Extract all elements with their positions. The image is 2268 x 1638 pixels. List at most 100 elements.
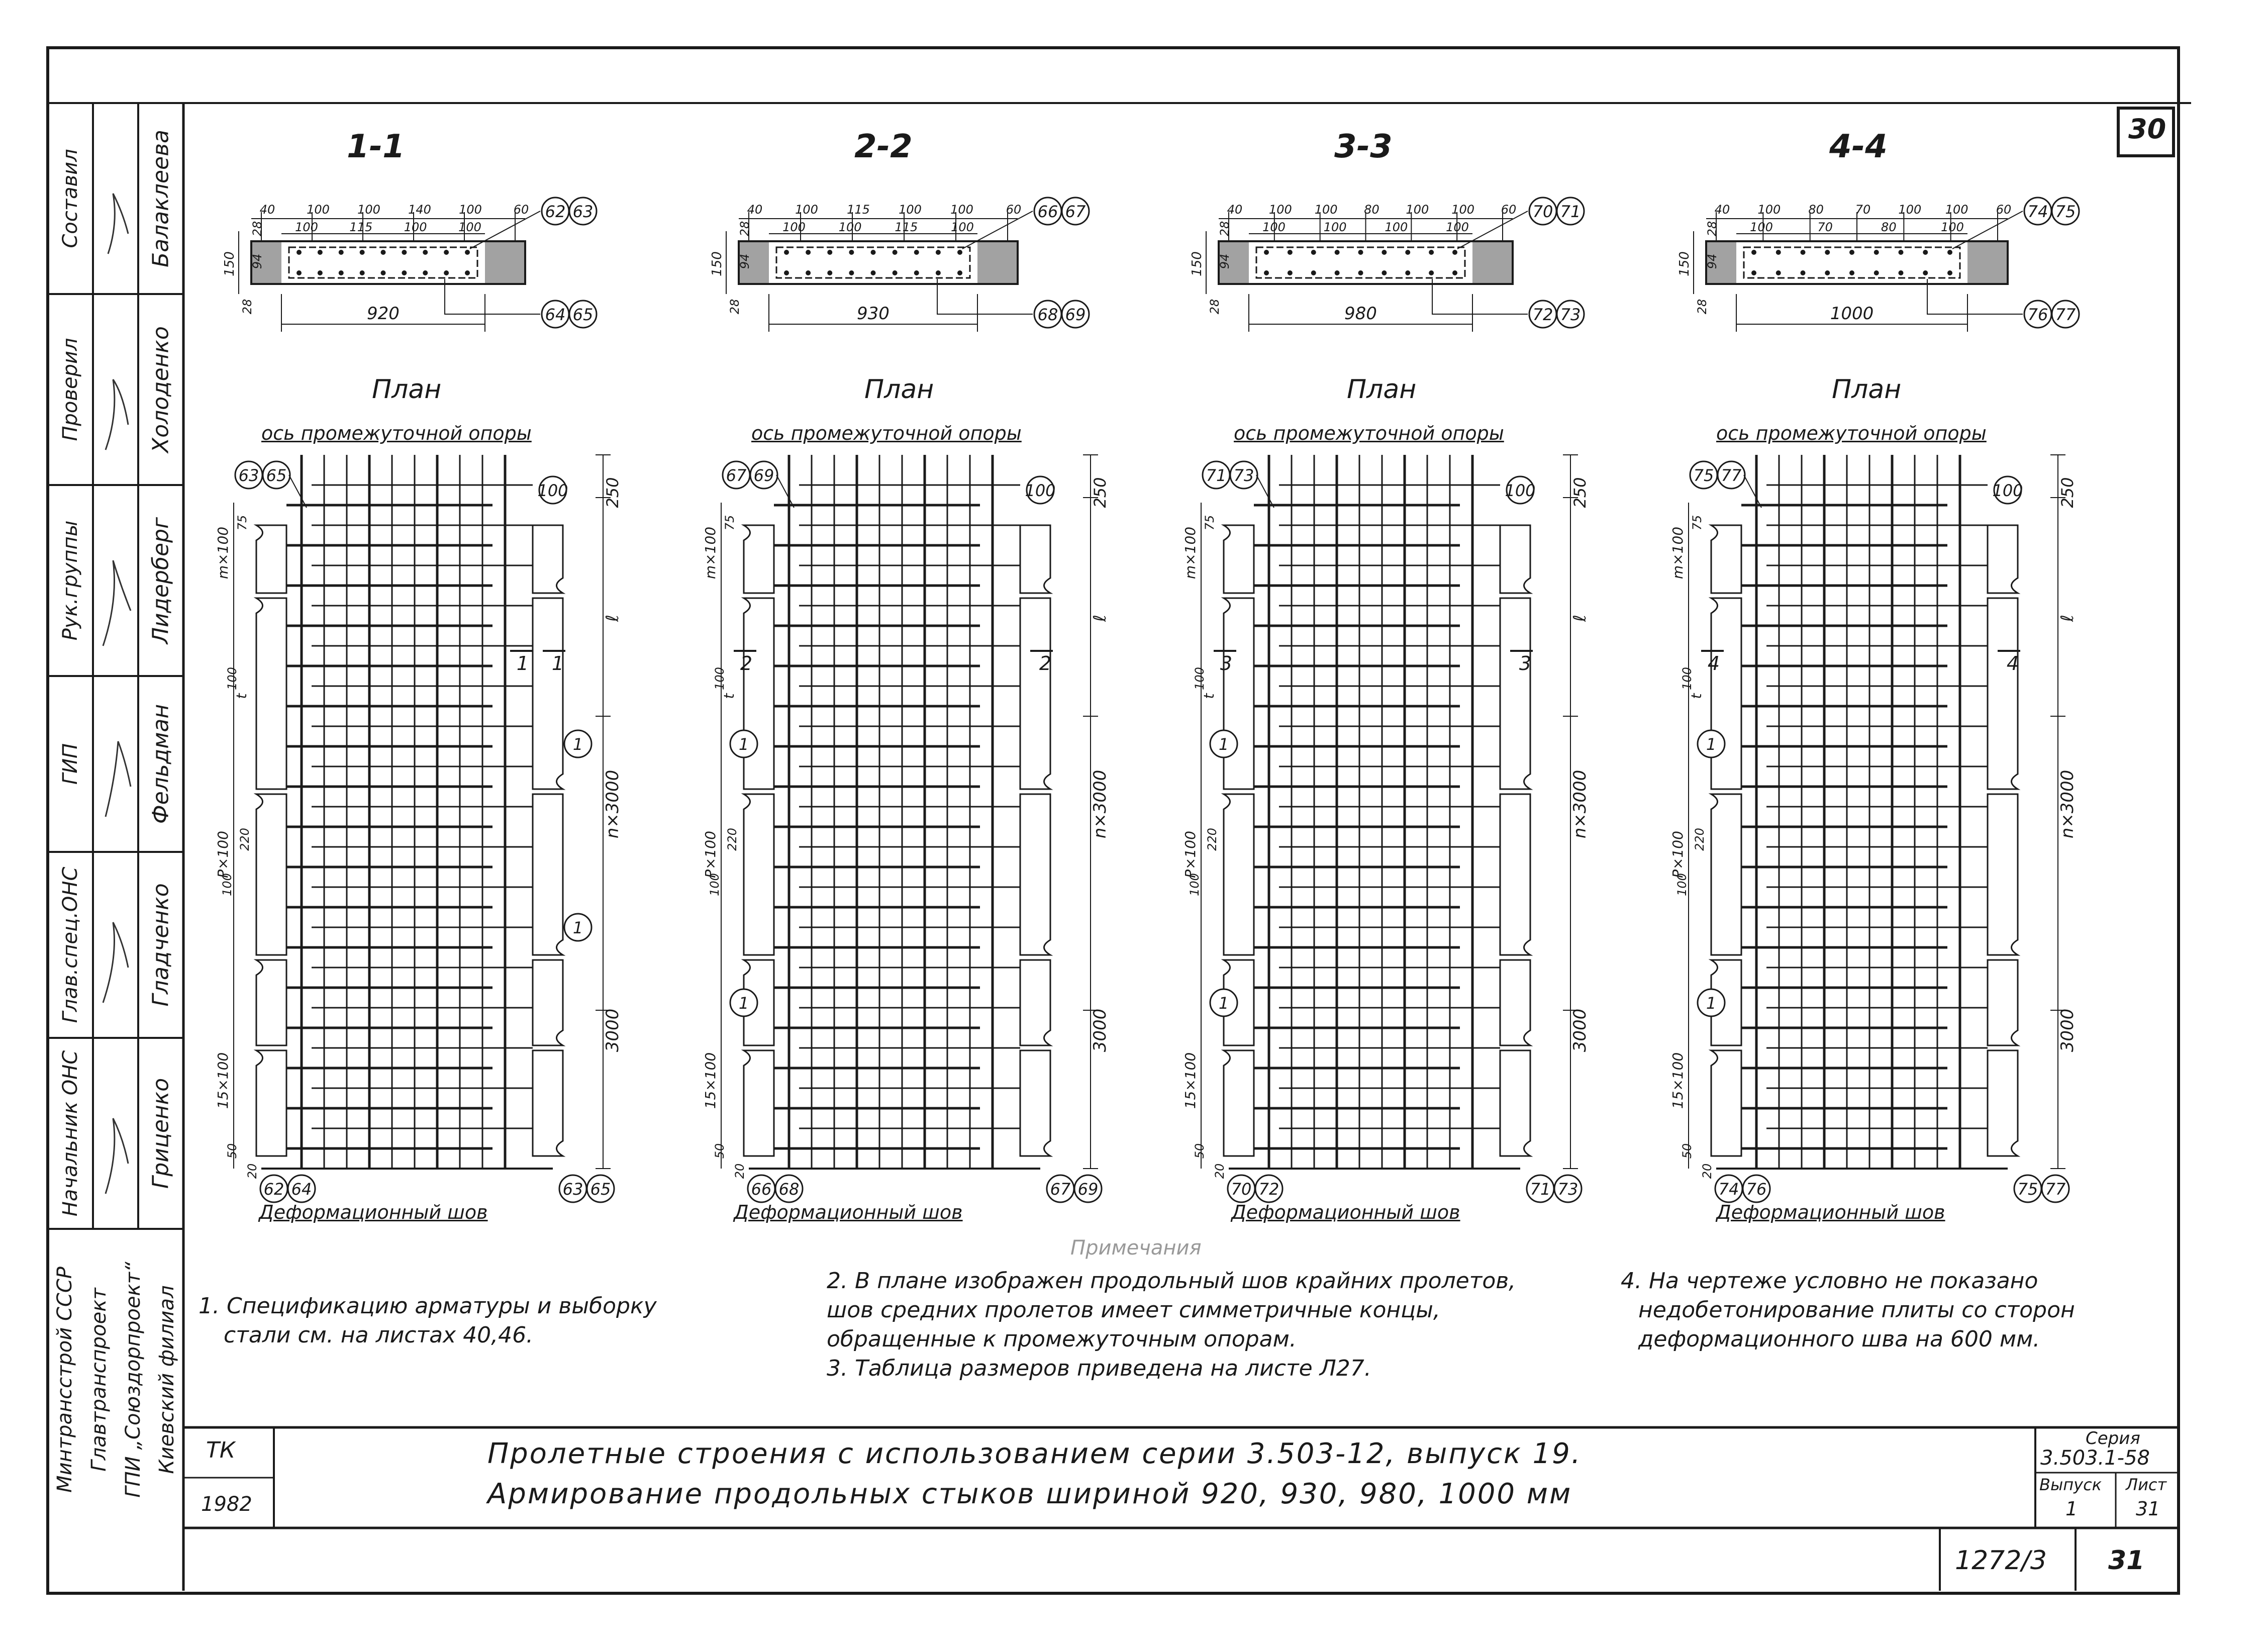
rebar-dot (338, 270, 344, 275)
note-line: обращенные к промежуточным опорам. (827, 1326, 1297, 1352)
slab-edge-left (1221, 597, 1255, 790)
rebar-dot (1800, 270, 1806, 275)
dim-inner-value: 100 (951, 220, 974, 234)
dim-inner-value: 80 (1881, 220, 1897, 234)
dim-value: 220 (725, 828, 739, 851)
dim-inner-value: 100 (1941, 220, 1964, 234)
dim-inner-value: 100 (782, 220, 806, 234)
position-marker-circle (1073, 1174, 1103, 1203)
note-2: 2. В плане изображен продольный шов край… (827, 1267, 1516, 1383)
dim-value: P×100 (215, 831, 231, 878)
concrete-left-hatch (1706, 241, 1736, 284)
stamp-grid (48, 103, 183, 1230)
leader-line (1927, 279, 2023, 315)
slab-edge-right (1499, 959, 1533, 1046)
dim-value: 40 (260, 203, 275, 217)
position-marker: 71 (1560, 202, 1581, 221)
dim-value: 100 (1451, 203, 1474, 217)
position-marker: 62 (264, 1180, 284, 1199)
position-marker-circle (1697, 988, 1726, 1017)
dim-value: 3000 (1090, 1009, 1110, 1052)
position-marker: 63 (573, 202, 594, 221)
rebar-dot (957, 250, 962, 255)
note-line: недобетонирование плиты со сторон (1638, 1297, 2075, 1323)
position-marker-circle (1553, 1174, 1583, 1203)
position-marker: 70 (1231, 1180, 1252, 1199)
rebar-dot (1382, 250, 1387, 255)
rebar-dot (1849, 250, 1854, 255)
rebar-dot (914, 250, 919, 255)
note-line: 3. Таблица размеров приведена на листе Л… (827, 1356, 1371, 1381)
dim-inner-value: 100 (839, 220, 862, 234)
slab-edge-right (532, 597, 566, 790)
rebar-dot (1287, 270, 1293, 275)
section-height: 28 (1218, 221, 1232, 237)
rebar-dot (1358, 250, 1363, 255)
slab-edge-right (1019, 597, 1053, 790)
position-marker-circle (563, 913, 593, 942)
dim-value: 100 (1193, 667, 1207, 690)
section-height: 28 (250, 221, 264, 237)
section-title-2: 2-2 (854, 128, 913, 165)
position-marker-circle (774, 1174, 804, 1203)
position-marker-circle (1061, 300, 1090, 329)
section-title-1: 1-1 (347, 128, 405, 165)
dim-value: 60 (1996, 203, 2012, 217)
dim-value: t (233, 693, 250, 699)
position-marker: 67 (1050, 1180, 1071, 1199)
page-number: 31 (2108, 1546, 2145, 1576)
rebar-dot (1287, 250, 1293, 255)
dim-value: 60 (1006, 203, 1022, 217)
rebar-dot (1898, 250, 1904, 255)
dim-value: 15×100 (215, 1052, 231, 1109)
dim-value: 50 (1193, 1143, 1207, 1159)
rebar-dot (1334, 270, 1340, 275)
section-height: 28 (728, 299, 742, 315)
dim-value: 250 (603, 477, 622, 508)
position-marker-circle (1229, 460, 1258, 490)
slab-edge-left (1221, 1049, 1255, 1157)
slab-edge-right (1019, 524, 1053, 594)
position-marker-circle (262, 460, 291, 490)
rebar-dot (1849, 270, 1854, 275)
position-marker: 1 (739, 994, 749, 1013)
position-marker: 77 (2055, 305, 2076, 324)
rebar-dot (1405, 270, 1411, 275)
position-marker: 100 (1025, 481, 1055, 500)
section-cut-label: 4 (2007, 652, 2019, 675)
rebar-dot (1873, 250, 1879, 255)
position-marker-circle (1993, 475, 2022, 505)
dim-inner-value: 115 (349, 220, 372, 234)
section-cut-label: 3 (1519, 652, 1531, 675)
concrete-left-hatch (1219, 241, 1249, 284)
dim-value: 60 (514, 203, 529, 217)
approval-stamp: Составил Балаклеева Проверил Холоденко Р… (48, 103, 183, 1540)
sheet-number-top: 30 (2128, 113, 2166, 145)
slab-edge-right (1499, 1049, 1533, 1157)
leader-line (776, 474, 795, 508)
leader-line (288, 474, 307, 508)
slab-edge-right (1019, 959, 1053, 1046)
rebar-dot (1825, 270, 1830, 275)
dim-value: 20 (245, 1164, 259, 1179)
dim-value: 20 (1213, 1164, 1227, 1179)
rebar-dot (423, 270, 428, 275)
archive-number: 1272/3 (1955, 1546, 2047, 1576)
position-marker: 100 (537, 481, 568, 500)
slab-edge-right (1987, 793, 2021, 956)
section-cut-label: 1 (517, 652, 529, 675)
section-height: 28 (1208, 299, 1222, 315)
dim-value: 20 (1700, 1164, 1714, 1179)
position-marker: 72 (1533, 305, 1553, 324)
position-marker: 65 (573, 305, 594, 324)
rebar-cage (288, 246, 478, 279)
position-marker: 62 (545, 202, 566, 221)
position-marker: 74 (2028, 202, 2048, 221)
rebar-dot (297, 270, 302, 275)
dim-value: m×100 (1669, 527, 1686, 579)
rebar-dot (1452, 250, 1457, 255)
tb-sheet: 31 (2136, 1498, 2160, 1520)
slab-edge-left (1221, 959, 1255, 1046)
concrete-right-hatch (485, 241, 525, 284)
rebar-dot (892, 250, 898, 255)
